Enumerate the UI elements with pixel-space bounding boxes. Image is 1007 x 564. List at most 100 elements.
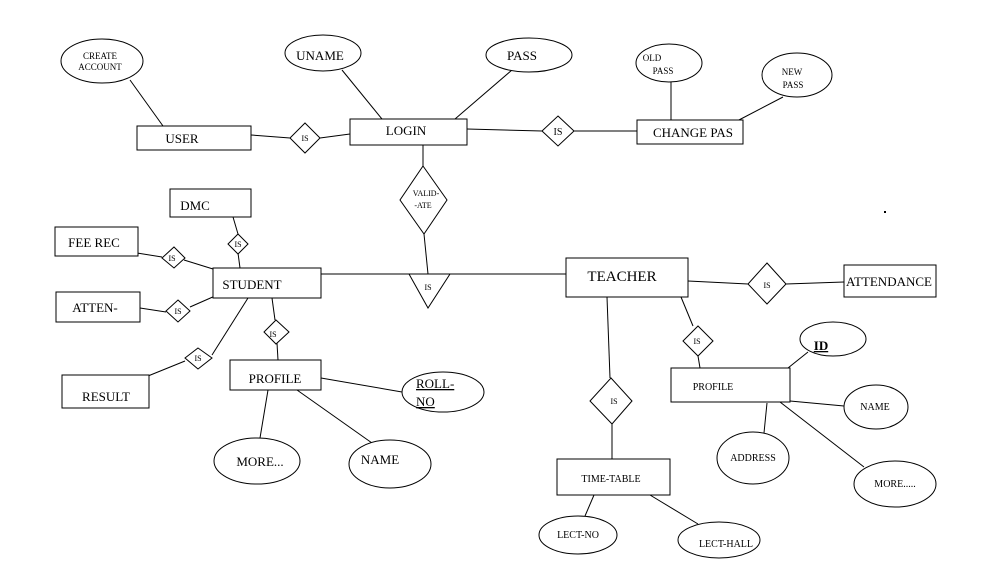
attr-label-address: ADDRESS xyxy=(730,453,776,464)
entity-student-profile: PROFILE xyxy=(229,359,322,391)
line-is-attendance xyxy=(785,281,845,285)
entity-label-teacher: TEACHER xyxy=(587,269,656,285)
line-is-student-result xyxy=(211,297,249,356)
entity-label-teacher-profile: PROFILE xyxy=(693,382,734,393)
rel-validate: VALID- -ATE xyxy=(399,165,448,235)
stray-dot xyxy=(884,211,886,213)
entity-label-result: RESULT xyxy=(82,389,130,404)
line-login-is xyxy=(466,128,543,132)
entity-student: STUDENT xyxy=(212,267,322,299)
rel-label-dmc: IS xyxy=(234,240,241,249)
line-newpass-changepass xyxy=(736,96,784,122)
entity-dmc: DMC xyxy=(169,188,252,218)
line-is-student-feerec xyxy=(183,259,214,270)
attr-teacher-name: NAME xyxy=(843,384,909,430)
attr-pass: PASS xyxy=(485,37,573,73)
rel-label-teacher-attendance: IS xyxy=(763,281,770,290)
line-is-student-atten xyxy=(189,295,216,308)
entity-atten: ATTEN- xyxy=(55,291,141,323)
line-timetable-lectno xyxy=(584,494,595,517)
entity-label-attendance: ATTENDANCE xyxy=(846,274,932,289)
rel-login-changepass: IS xyxy=(541,115,575,147)
rel-label-login-changepass: IS xyxy=(554,127,563,138)
entity-result: RESULT xyxy=(61,374,150,409)
line-user-is xyxy=(250,134,291,139)
attr-label-create: CREATE xyxy=(83,51,118,61)
attr-uname: UNAME xyxy=(284,34,362,72)
attr-student-name: NAME xyxy=(348,439,432,489)
rel-label-result: IS xyxy=(194,354,201,363)
entity-change-pass: CHANGE PAS xyxy=(636,119,744,145)
attr-label-id: ID xyxy=(814,338,828,353)
line-profile-address xyxy=(763,402,768,434)
rel-result: IS xyxy=(184,347,213,370)
attr-lect-no: LECT-NO xyxy=(538,515,618,555)
entity-time-table: TIME-TABLE xyxy=(556,458,671,496)
line-create-account-user xyxy=(129,79,164,127)
rel-label-user-login: IS xyxy=(301,134,308,143)
line-student-is-profile xyxy=(271,297,276,321)
entity-label-dmc: DMC xyxy=(180,198,210,213)
connectors xyxy=(129,69,865,525)
line-pass-login xyxy=(454,69,513,120)
rel-label-validate-1: VALID- xyxy=(413,189,440,198)
entity-label-student-profile: PROFILE xyxy=(249,371,302,386)
entity-label-atten: ATTEN- xyxy=(72,300,118,315)
line-profile-name-t xyxy=(789,400,845,407)
attr-label-student-more: MORE... xyxy=(236,454,283,469)
rel-atten: IS xyxy=(165,299,191,323)
attr-label-pass: PASS xyxy=(507,48,537,63)
attr-label-new-pass: PASS xyxy=(783,80,804,90)
line-profile-more-t xyxy=(779,401,865,468)
line-teacher-is-timetable xyxy=(606,296,611,379)
attr-new-pass: NEW PASS xyxy=(761,52,833,98)
entity-teacher: TEACHER xyxy=(565,257,689,298)
attr-teacher-more: MORE..... xyxy=(853,460,937,508)
attr-label-teacher-more: MORE..... xyxy=(874,479,915,490)
line-is-student-dmc xyxy=(237,252,241,269)
attr-label-uname: UNAME xyxy=(296,48,344,63)
attr-id: ID xyxy=(799,321,867,357)
line-uname-login xyxy=(341,69,383,120)
attr-roll-no: ROLL- NO xyxy=(401,371,485,413)
attr-lect-hall: LECT-HALL xyxy=(677,521,761,559)
rel-student-teacher: IS xyxy=(408,273,451,309)
rel-label-teacher-profile: IS xyxy=(693,337,700,346)
rel-label-teacher-timetable: IS xyxy=(610,397,617,406)
rel-dmc: IS xyxy=(227,233,249,255)
attr-label-old: OLD xyxy=(643,53,662,63)
line-validate-is xyxy=(423,233,429,275)
attr-label-student-name: NAME xyxy=(361,452,399,467)
attr-label-old-pass: PASS xyxy=(653,66,674,76)
line-feerec-is xyxy=(136,252,163,258)
attr-label-no: NO xyxy=(416,394,435,409)
entity-label-change-pass: CHANGE PAS xyxy=(653,125,733,140)
rel-label-fee-rec: IS xyxy=(168,254,175,263)
rel-user-login: IS xyxy=(289,122,321,154)
rel-fee-rec: IS xyxy=(161,246,186,269)
entity-fee-rec: FEE REC xyxy=(54,226,139,257)
line-profile-rollno xyxy=(320,377,403,393)
attr-label-teacher-name: NAME xyxy=(860,402,889,413)
rel-label-validate-2: -ATE xyxy=(414,201,431,210)
entity-teacher-profile: PROFILE xyxy=(670,367,791,403)
line-is-login xyxy=(319,133,351,139)
line-teacher-is-profile xyxy=(680,296,694,327)
line-teacher-is-attendance xyxy=(687,280,749,285)
line-timetable-lecthall xyxy=(649,494,699,525)
attr-label-account: ACCOUNT xyxy=(78,62,122,72)
rel-teacher-timetable: IS xyxy=(589,377,633,425)
attr-old-pass: OLD PASS xyxy=(635,43,703,83)
attr-address: ADDRESS xyxy=(716,431,790,485)
entity-label-user: USER xyxy=(165,131,199,146)
line-profile-name xyxy=(296,389,373,444)
attr-label-new: NEW xyxy=(782,67,803,77)
line-result-is xyxy=(147,360,186,377)
line-is-teacherprofile xyxy=(697,355,701,369)
line-id-profile xyxy=(787,351,809,369)
entity-user: USER xyxy=(136,125,252,151)
line-profile-more xyxy=(259,389,269,439)
rel-label-student-teacher: IS xyxy=(424,283,431,292)
entity-label-time-table: TIME-TABLE xyxy=(581,474,640,485)
